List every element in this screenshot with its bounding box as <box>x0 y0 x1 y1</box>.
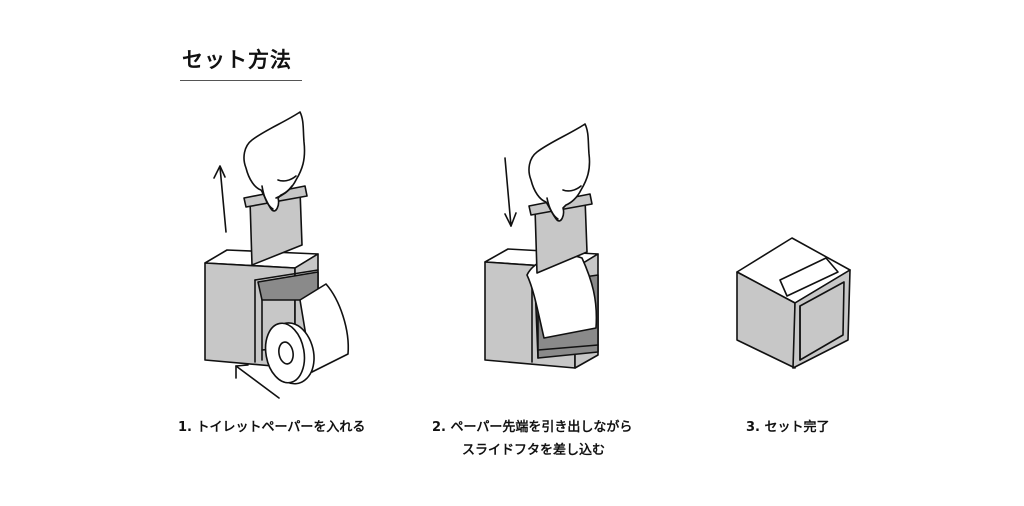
step1-caption: 1. トイレットペーパーを入れる <box>178 420 366 435</box>
hand-icon <box>528 123 591 222</box>
step2-caption-line2: スライドフタを差し込む <box>462 443 606 458</box>
step3-illustration <box>736 237 851 369</box>
box-icon <box>736 237 851 369</box>
up-arrow-icon <box>213 165 227 233</box>
step1-illustration <box>204 111 350 399</box>
step3-caption: 3. セット完了 <box>746 420 830 435</box>
diagonal-arrow-icon <box>235 364 280 399</box>
hand-icon <box>243 111 306 212</box>
page-title: セット方法 <box>182 48 292 72</box>
toilet-paper-roll-icon <box>264 283 350 385</box>
down-arrow-icon <box>504 157 517 227</box>
step2-illustration <box>484 123 599 369</box>
paper-sheet-icon <box>779 257 839 297</box>
title-underline <box>180 80 302 81</box>
step2-caption-line1: 2. ペーパー先端を引き出しながら <box>432 420 633 435</box>
